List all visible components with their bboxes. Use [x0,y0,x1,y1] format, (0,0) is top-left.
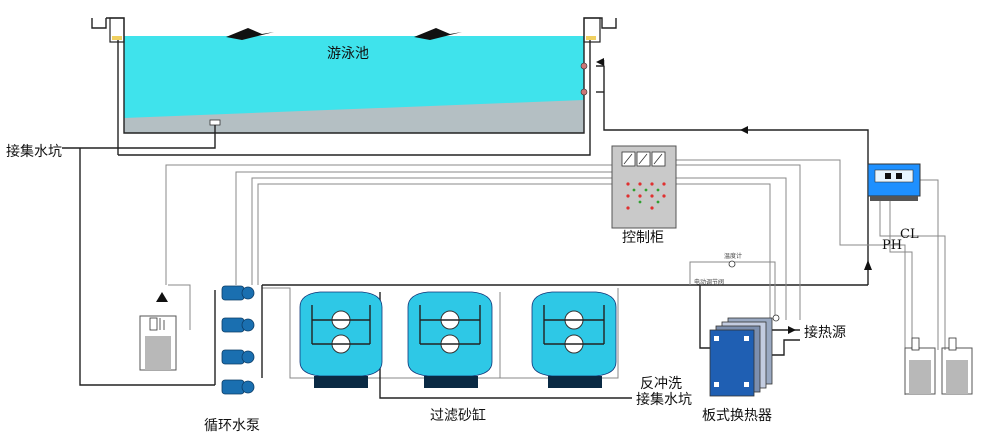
pump-1 [221,285,255,301]
swimming-pool: 游泳池 [91,17,617,134]
control-cabinet [611,145,677,229]
sand-filter-label: 过滤砂缸 [430,407,486,424]
plate-heat-exchanger [709,317,773,397]
dosing-tank-ph [904,337,936,395]
dosing-tank-cl [941,337,973,395]
pump-4 [221,379,255,395]
arrow-icon [596,58,604,66]
cl-label: CL [900,227,919,242]
control-cabinet-label: 控制柜 [622,230,664,246]
pool-floor [124,100,584,133]
pool-label: 游泳池 [327,46,369,62]
pump-2 [221,317,255,333]
thermometer-label: 温度计 [724,252,742,260]
arrow-icon [740,126,748,134]
backwash-label: 反冲洗 [640,376,682,392]
dosing-tank-left [139,292,177,371]
sand-filter-3 [531,291,617,388]
sand-filter-2 [407,291,493,388]
swimmer-icon [226,28,274,40]
control-valve-label: 电动调节阀 [694,278,724,286]
heat-exchanger-label: 板式换热器 [702,407,772,424]
water-quality-controller [867,163,921,201]
arrow-icon [864,260,872,270]
sand-filter-1 [299,291,383,388]
arrow-icon [788,326,796,334]
swimmer-icon [414,28,462,40]
sump-left-label: 接集水坑 [6,143,62,160]
ph-label: PH [882,238,902,253]
pump-label: 循环水泵 [204,418,260,434]
pump-3 [221,349,255,365]
pump-triangle-icon [156,292,168,302]
sump-bottom-label: 接集水坑 [636,391,692,408]
heat-source-label: 接热源 [804,324,846,341]
circulation-pumps [221,285,255,395]
